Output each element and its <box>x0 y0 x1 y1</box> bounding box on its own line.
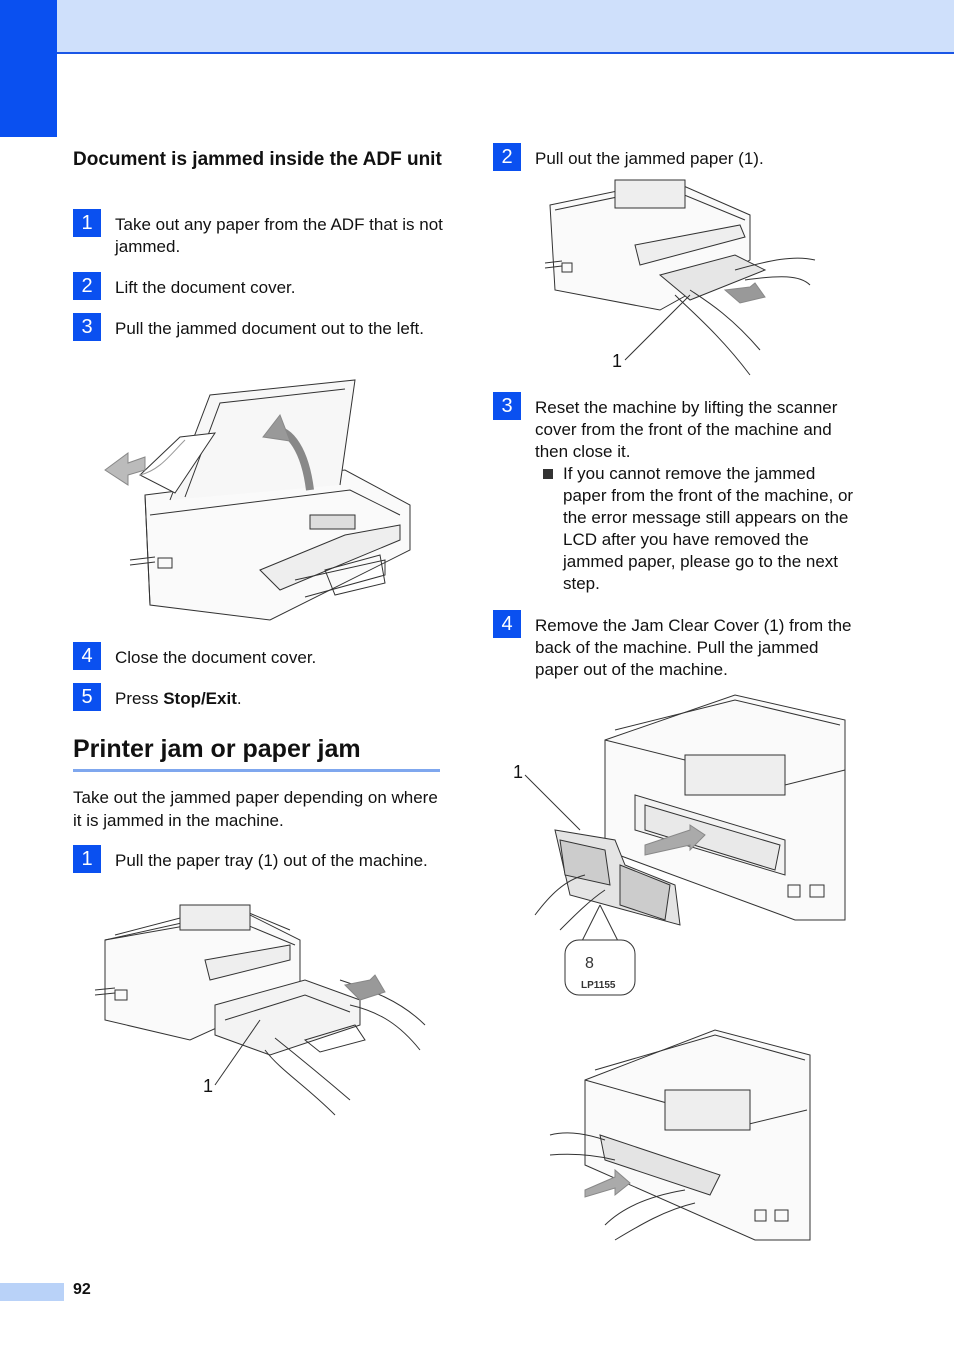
step-number: 1 <box>73 845 101 873</box>
printer-intro: Take out the jammed paper depending on w… <box>73 788 438 830</box>
stop-exit-key: Stop/Exit <box>163 689 237 708</box>
step-text: Remove the Jam Clear Cover (1) from the … <box>535 616 852 679</box>
header-band <box>0 0 954 54</box>
chapter-tab <box>0 0 57 137</box>
step-number: 2 <box>493 143 521 171</box>
note-text: If you cannot remove the jammed paper fr… <box>563 464 854 593</box>
section-rule <box>73 769 440 772</box>
callout-1: 1 <box>513 762 523 782</box>
next-step-note: If you cannot remove the jammed paper fr… <box>543 463 861 595</box>
step-text: Close the document cover. <box>115 648 317 667</box>
step-text: Pull out the jammed paper (1). <box>535 149 764 168</box>
adf-step-3: 3 Pull the jammed document out to the le… <box>73 313 443 341</box>
adf-step-5: 5 Press Stop/Exit. <box>73 683 443 711</box>
step-text: Lift the document cover. <box>115 278 296 297</box>
adf-jam-illustration <box>100 375 420 625</box>
step-text-prefix: Press <box>115 689 164 708</box>
step-number: 1 <box>73 209 101 237</box>
printer-section-title: Printer jam or paper jam <box>73 735 361 763</box>
step-number: 3 <box>493 392 521 420</box>
footer-tab <box>0 1283 64 1301</box>
rear-jam-illustration <box>545 1025 815 1250</box>
step-text: Take out any paper from the ADF that is … <box>115 215 443 256</box>
step-text: Reset the machine by lifting the scanner… <box>535 398 838 461</box>
step-number: 3 <box>73 313 101 341</box>
lp-label: LP1155 <box>581 980 616 991</box>
callout-1: 1 <box>203 1076 213 1096</box>
step-number: 5 <box>73 683 101 711</box>
step-number: 2 <box>73 272 101 300</box>
lp-symbol-icon: 8 <box>585 955 594 972</box>
printer-step-1: 1 Pull the paper tray (1) out of the mac… <box>73 845 443 873</box>
printer-step-3: 3 Reset the machine by lifting the scann… <box>493 392 863 463</box>
callout-1: 1 <box>612 351 622 371</box>
adf-step-4: 4 Close the document cover. <box>73 642 443 670</box>
adf-step-1: 1 Take out any paper from the ADF that i… <box>73 209 443 258</box>
step-text-suffix: . <box>236 689 242 708</box>
front-jam-illustration: 1 <box>540 175 820 385</box>
jam-clear-cover-illustration: 1 8 LP1155 <box>513 690 850 1000</box>
step-text: Pull the jammed document out to the left… <box>115 319 425 338</box>
printer-step-4: 4 Remove the Jam Clear Cover (1) from th… <box>493 610 863 681</box>
adf-section-title: Document is jammed inside the ADF unit <box>73 149 442 170</box>
step-text: Press Stop/Exit. <box>115 688 443 710</box>
adf-step-2: 2 Lift the document cover. <box>73 272 443 300</box>
paper-tray-illustration: 1 <box>90 900 430 1120</box>
printer-step-2: 2 Pull out the jammed paper (1). <box>493 143 863 171</box>
page-number: 92 <box>73 1281 91 1298</box>
bullet-icon <box>543 469 553 479</box>
step-number: 4 <box>493 610 521 638</box>
step-text: Pull the paper tray (1) out of the machi… <box>115 851 428 870</box>
step-number: 4 <box>73 642 101 670</box>
